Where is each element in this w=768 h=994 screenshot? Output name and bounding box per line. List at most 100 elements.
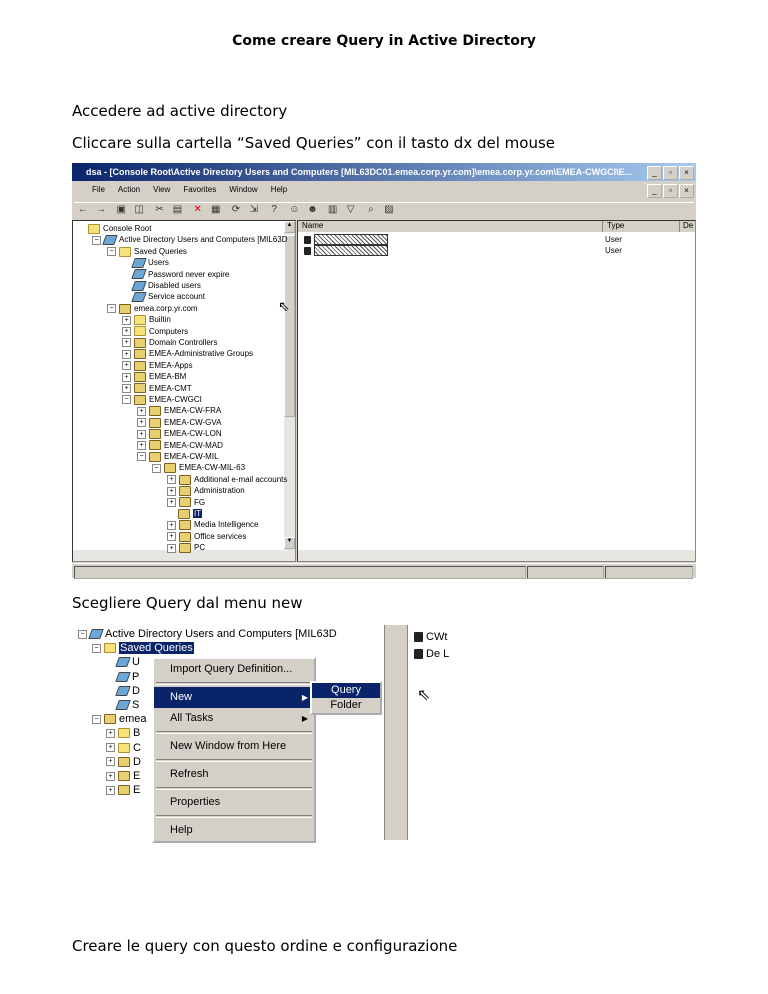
menu-item-all-tasks[interactable]: All Tasks▶ <box>154 708 314 729</box>
properties-icon[interactable]: ▦ <box>210 204 221 215</box>
collapse-icon[interactable]: − <box>107 247 116 257</box>
collapse-icon[interactable]: − <box>137 452 146 462</box>
tree-vertical-scrollbar[interactable]: ▲ ▼ <box>284 221 295 561</box>
tree-item[interactable]: +Builtin <box>122 314 171 326</box>
tree-item[interactable]: +E <box>106 769 140 783</box>
tree-item[interactable]: S <box>106 698 139 712</box>
tree-item[interactable]: Console Root <box>77 223 151 234</box>
tree-item[interactable]: +Additional e-mail accounts <box>167 474 287 485</box>
expand-icon[interactable]: + <box>167 475 176 485</box>
tree-item[interactable]: U <box>106 655 140 669</box>
expand-icon[interactable]: + <box>137 429 146 439</box>
filter-icon[interactable]: ▽ <box>346 204 355 215</box>
expand-icon[interactable]: + <box>122 326 131 336</box>
list-item[interactable]: CWt <box>414 629 449 646</box>
tree-item[interactable]: Disabled users <box>122 280 201 291</box>
tree-item[interactable]: +E <box>106 783 140 797</box>
tree-item[interactable]: +PC <box>167 542 205 554</box>
collapse-icon[interactable]: − <box>78 629 87 639</box>
menu-item-refresh[interactable]: Refresh <box>170 768 209 780</box>
results-horizontal-scrollbar[interactable] <box>298 550 695 561</box>
tree-item[interactable]: +EMEA-CW-FRA <box>137 405 221 417</box>
expand-icon[interactable]: + <box>167 486 176 496</box>
new-ou-icon[interactable]: ▥ <box>327 204 338 215</box>
child-maximize-button[interactable]: ▫ <box>663 184 678 198</box>
tree-item[interactable]: +Administration <box>167 485 245 497</box>
expand-icon[interactable]: + <box>122 383 131 393</box>
collapse-icon[interactable]: − <box>92 235 101 245</box>
menu-window[interactable]: Window <box>229 185 258 194</box>
expand-icon[interactable]: + <box>167 497 176 507</box>
new-user-icon[interactable]: ☺ <box>289 204 300 215</box>
tree-item[interactable]: +B <box>106 726 140 740</box>
tree-item[interactable]: Service account <box>122 291 205 303</box>
tree-item[interactable]: +D <box>106 755 141 769</box>
tree-item[interactable]: +EMEA-CMT <box>122 383 192 394</box>
expand-icon[interactable]: + <box>122 372 131 382</box>
expand-icon[interactable]: + <box>106 743 115 753</box>
tree-item[interactable]: −emea.corp.yr.com <box>107 303 198 314</box>
column-type[interactable]: Type <box>603 221 680 232</box>
tree-item[interactable]: P <box>106 670 139 684</box>
tree-item[interactable]: Users <box>122 257 169 269</box>
expand-icon[interactable]: + <box>167 543 176 553</box>
expand-icon[interactable]: + <box>106 771 115 781</box>
tree-item[interactable]: −Active Directory Users and Computers [M… <box>92 234 288 246</box>
tree-item[interactable]: −EMEA-CW-MIL <box>137 451 219 462</box>
menu-item-new[interactable]: New▶ <box>154 687 314 708</box>
expand-icon[interactable]: + <box>122 315 131 325</box>
collapse-icon[interactable]: − <box>92 714 101 724</box>
tree-item[interactable]: IT <box>167 508 203 519</box>
collapse-icon[interactable]: − <box>152 463 161 473</box>
tree-item[interactable]: −EMEA-CW-MIL-63 <box>152 462 245 474</box>
tree-item[interactable]: +EMEA-CW-MAD <box>137 440 223 451</box>
expand-icon[interactable]: + <box>106 785 115 795</box>
column-description[interactable]: De <box>683 221 694 230</box>
expand-icon[interactable]: + <box>167 520 176 530</box>
tree-item[interactable]: +EMEA-BM <box>122 371 186 383</box>
tree-item[interactable]: +EMEA-CW-LON <box>137 428 222 440</box>
tree-item[interactable]: +Office services <box>167 531 246 542</box>
tree-item[interactable]: +Domain Controllers <box>122 337 217 348</box>
cut-icon[interactable]: ✂ <box>155 204 164 215</box>
list-item[interactable]: De L <box>414 646 449 663</box>
menu-item-query[interactable]: Query <box>312 683 380 698</box>
expand-icon[interactable]: + <box>122 338 131 348</box>
menu-item-help[interactable]: Help <box>170 824 193 836</box>
expand-icon[interactable]: + <box>137 418 146 428</box>
expand-icon[interactable]: + <box>122 361 131 371</box>
tree-horizontal-scrollbar[interactable] <box>73 550 295 561</box>
delete-icon[interactable]: ✕ <box>193 204 202 215</box>
tree-item[interactable]: +Media Intelligence <box>167 519 258 531</box>
forward-icon[interactable]: → <box>96 204 106 215</box>
tree-item[interactable]: −EMEA-CWGCI <box>122 394 202 405</box>
collapse-icon[interactable]: − <box>107 304 116 314</box>
back-icon[interactable]: ← <box>78 204 88 215</box>
expand-icon[interactable]: + <box>106 728 115 738</box>
add-to-group-icon[interactable]: ▨ <box>384 204 394 215</box>
show-tree-icon[interactable]: ◫ <box>134 204 144 215</box>
tree-item[interactable]: +FG <box>167 497 205 508</box>
menu-favorites[interactable]: Favorites <box>183 185 217 194</box>
tree-item[interactable]: −Active Directory Users and Computers [M… <box>78 627 337 641</box>
menu-item-properties[interactable]: Properties <box>170 796 221 808</box>
up-folder-icon[interactable]: ▣ <box>116 204 126 215</box>
collapse-icon[interactable]: − <box>122 395 131 405</box>
tree-item[interactable]: D <box>106 684 140 698</box>
expand-icon[interactable]: + <box>137 406 146 416</box>
menu-item-folder[interactable]: Folder <box>330 699 362 711</box>
expand-icon[interactable]: + <box>137 440 146 450</box>
table-row[interactable]: User <box>304 245 622 257</box>
column-name[interactable]: Name <box>298 221 603 232</box>
minimize-button[interactable]: _ <box>647 166 662 180</box>
expand-icon[interactable]: + <box>106 757 115 767</box>
tree-pane[interactable]: ▲ ▼ Console Root−Active Directory Users … <box>72 220 296 562</box>
results-pane[interactable]: Name Type De User User <box>297 220 696 562</box>
menu-help[interactable]: Help <box>270 185 288 194</box>
copy-icon[interactable]: ▤ <box>172 204 183 215</box>
menu-file[interactable]: File <box>92 185 105 194</box>
tree-item[interactable]: +EMEA-CW-GVA <box>137 417 221 428</box>
new-group-icon[interactable]: ☻ <box>307 204 318 215</box>
collapse-icon[interactable]: − <box>92 643 101 653</box>
find-icon[interactable]: ⌕ <box>368 204 374 215</box>
